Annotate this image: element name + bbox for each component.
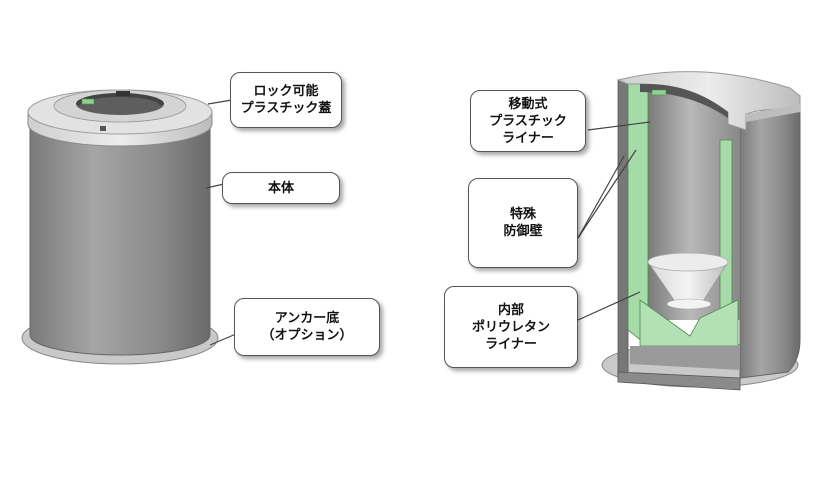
callout-movable-line3: ライナー xyxy=(502,130,554,147)
callout-base-line1: アンカー底 xyxy=(275,310,339,327)
callout-wall-line1: 特殊 xyxy=(510,206,536,223)
callout-lockable-lid: ロック可能 プラスチック蓋 xyxy=(230,72,342,128)
lock-icon xyxy=(82,99,94,104)
callout-movable-line2: プラスチック xyxy=(489,113,567,130)
callout-inner-liner: 内部 ポリウレタン ライナー xyxy=(444,286,578,368)
callout-inner-line1: 内部 xyxy=(498,302,524,319)
callout-lid-line2: プラスチック蓋 xyxy=(241,100,332,117)
callout-wall-line2: 防御壁 xyxy=(503,223,542,240)
right-bin-cutaway xyxy=(602,72,800,390)
bin-body xyxy=(30,118,210,355)
callout-movable-line1: 移動式 xyxy=(508,96,547,113)
callout-movable-liner: 移動式 プラスチック ライナー xyxy=(470,90,586,152)
outer-shell xyxy=(740,96,800,378)
left-bin xyxy=(22,90,218,364)
callout-body: 本体 xyxy=(222,172,340,204)
callout-anchor-base: アンカー底 （オプション） xyxy=(234,298,380,356)
callout-special-wall: 特殊 防御壁 xyxy=(468,178,578,268)
callout-inner-line3: ライナー xyxy=(485,336,537,353)
callout-body-line1: 本体 xyxy=(268,180,294,197)
callout-base-line2: （オプション） xyxy=(261,327,352,344)
callout-inner-line2: ポリウレタン xyxy=(472,319,550,336)
callout-lid-line1: ロック可能 xyxy=(253,83,318,100)
